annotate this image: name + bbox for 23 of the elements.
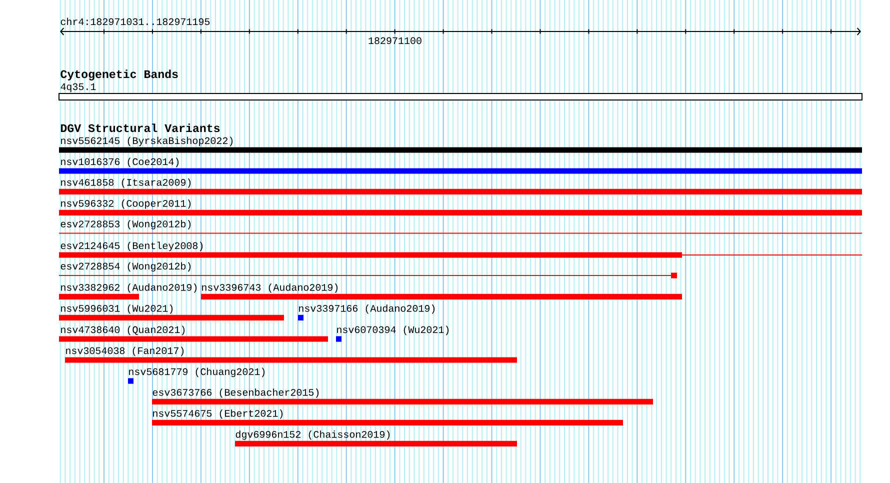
- feature-label: esv3673766 (Besenbacher2015): [152, 388, 319, 398]
- feature-label: esv2728853 (Wong2012b): [60, 220, 191, 230]
- feature-label: nsv1016376 (Coe2014): [61, 158, 179, 168]
- feature-label: nsv596332 (Cooper2011): [61, 199, 191, 209]
- feature-label: dgv6996n152 (Chaisson2019): [236, 430, 390, 440]
- feature-label: nsv4738640 (Quan2021): [61, 326, 185, 336]
- feature-label: nsv3382962 (Audano2019): [61, 283, 197, 293]
- feature-label: nsv3054038 (Fan2017): [66, 346, 184, 356]
- feature-label: nsv6070394 (Wu2021): [337, 326, 449, 336]
- ruler-label: chr4:182971031..182971195: [60, 18, 210, 26]
- feature-label: nsv5562145 (ByrskaBishop2022): [61, 136, 233, 146]
- feature-label: nsv461858 (Itsara2009): [61, 178, 191, 188]
- band-label: 4q35.1: [60, 83, 96, 92]
- tick-label: 182971100: [368, 37, 422, 44]
- feature-label: esv2728854 (Wong2012b): [60, 262, 191, 272]
- feature-label: nsv5996031 (Wu2021): [61, 304, 173, 314]
- feature-label: nsv5574675 (Ebert2021): [153, 409, 283, 419]
- feature-label: nsv5681779 (Chuang2021): [129, 368, 265, 378]
- feature-label: esv2124645 (Bentley2008): [60, 242, 203, 252]
- track-heading: Cytogenetic Bands: [60, 70, 178, 80]
- feature-label: nsv3397166 (Audano2019): [299, 304, 435, 314]
- track-heading: DGV Structural Variants: [60, 124, 220, 132]
- feature-label: nsv3396743 (Audano2019): [202, 283, 338, 293]
